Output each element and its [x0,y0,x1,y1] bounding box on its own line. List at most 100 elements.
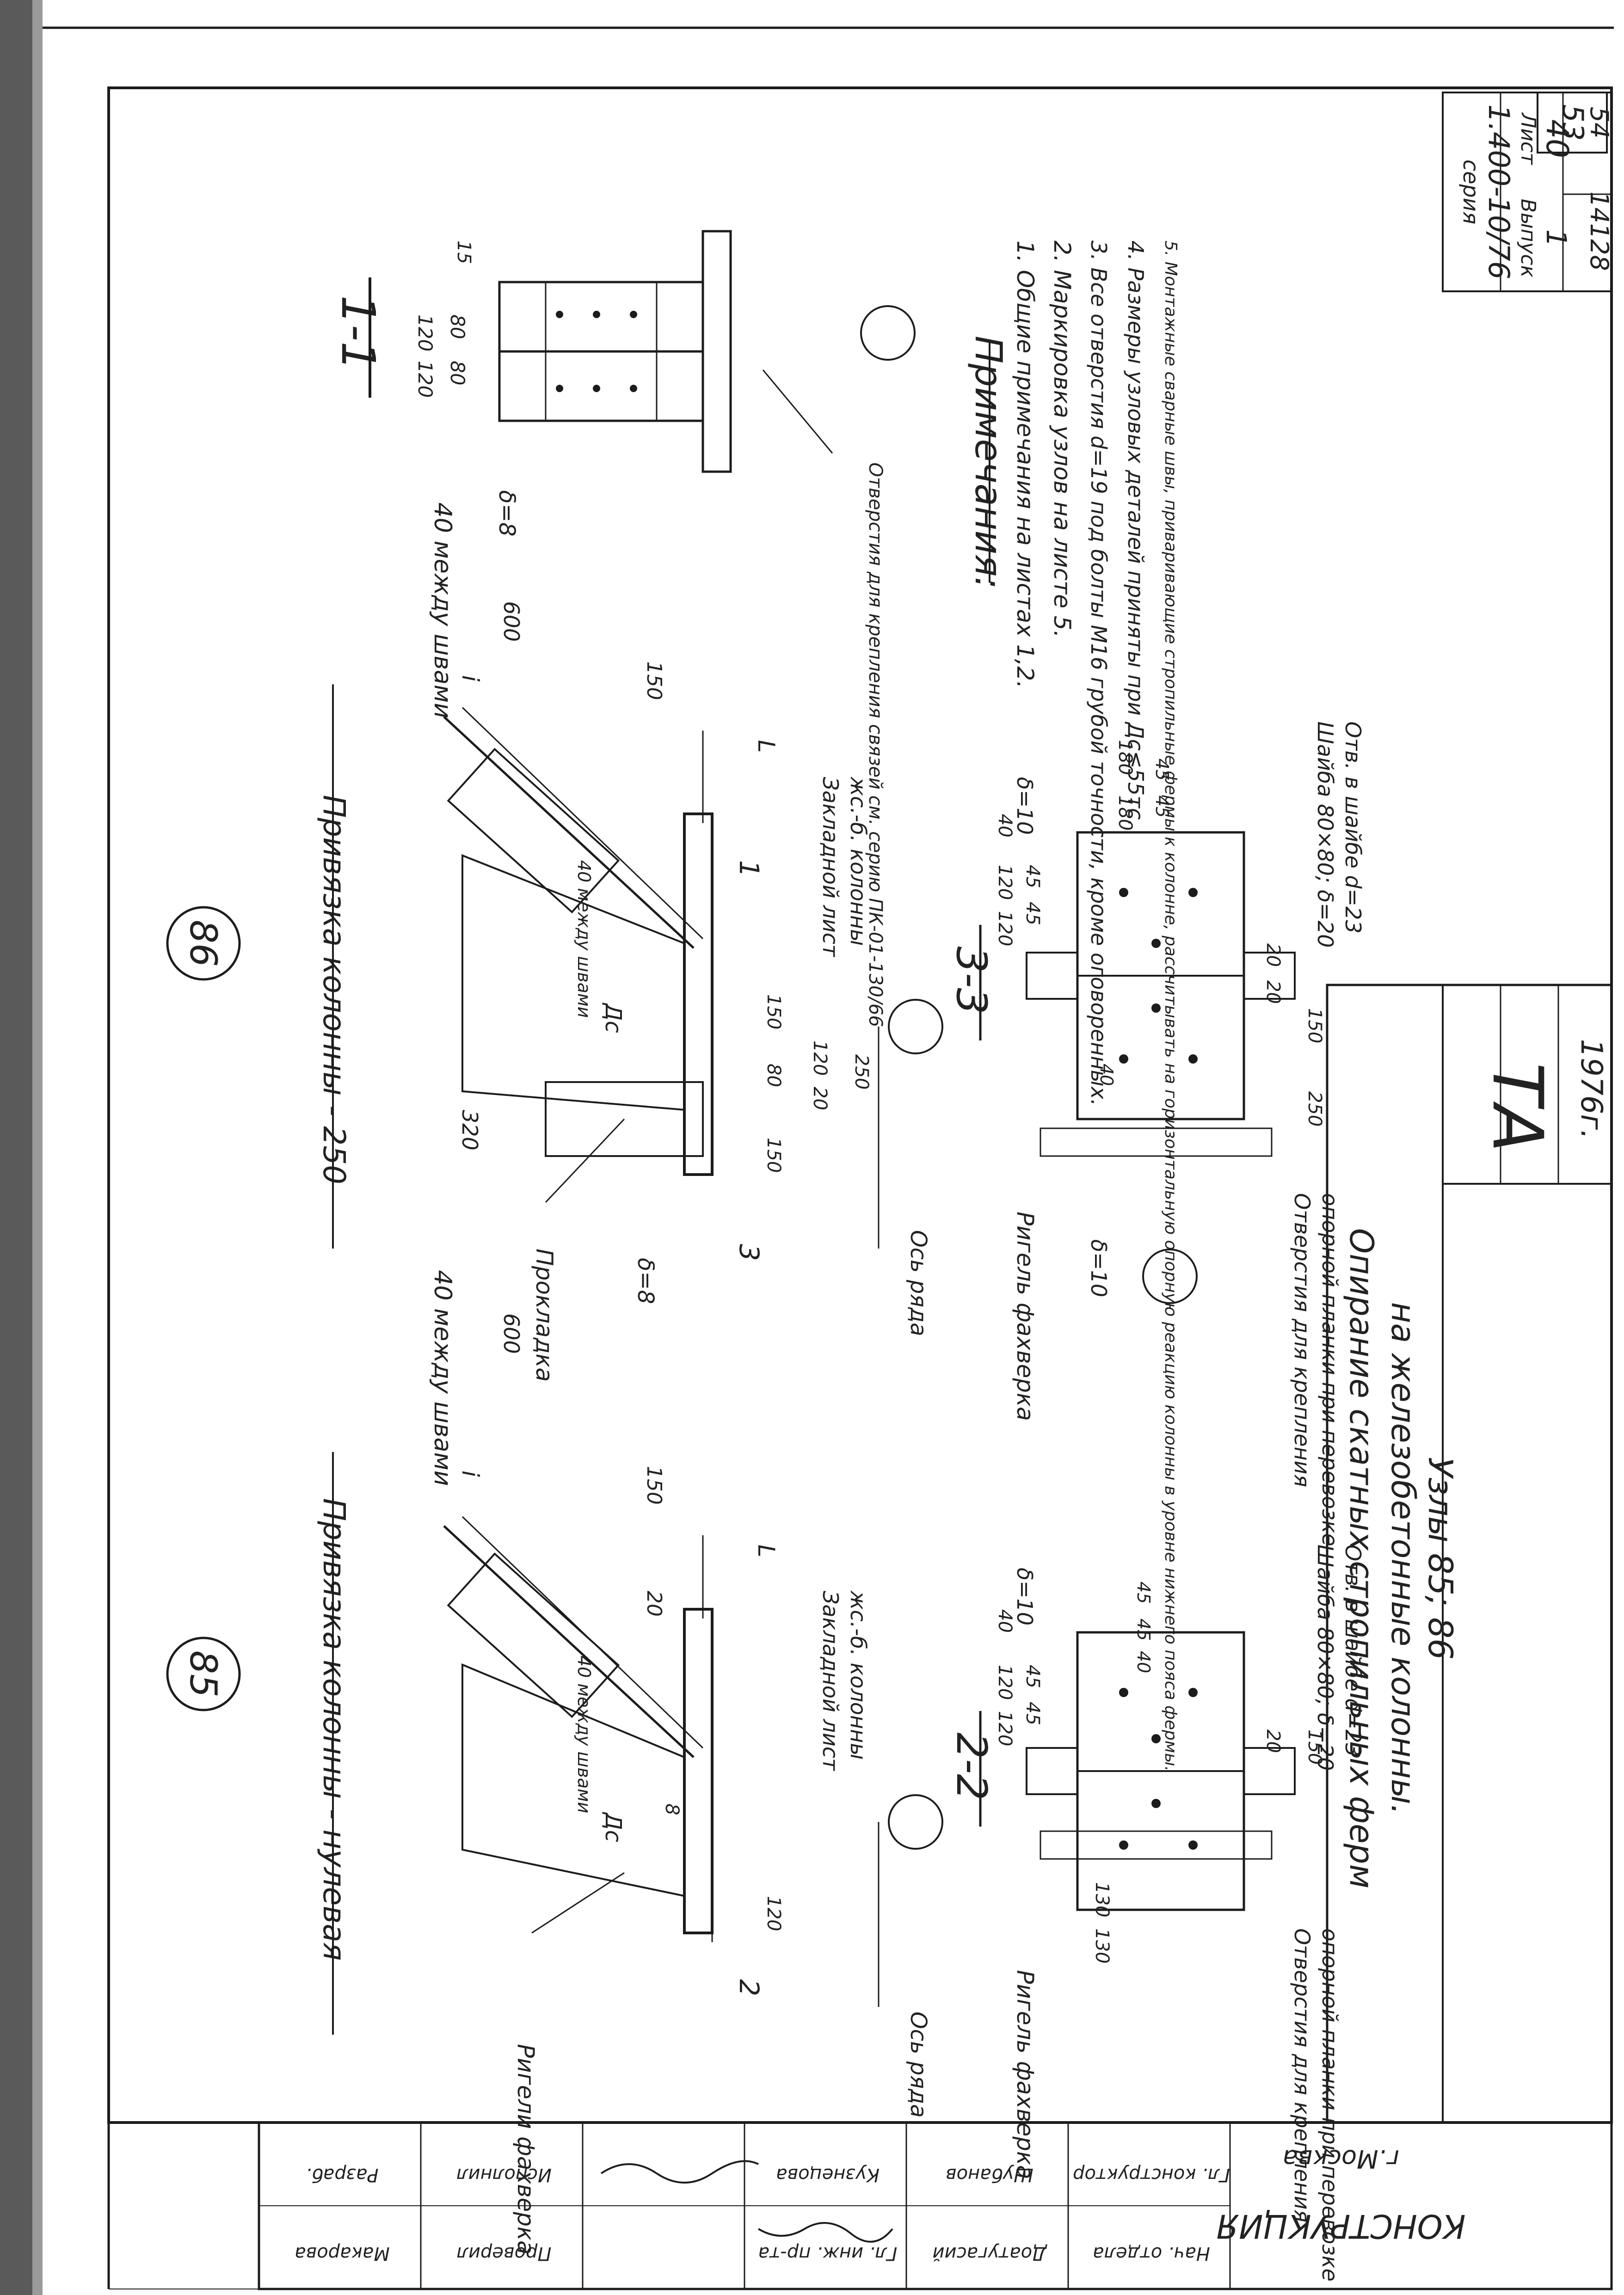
s22-hole-2: опорной планки при перевозке [1317,1928,1342,2282]
node-86-cut-3: 3 [733,1244,765,1261]
s22-dim-40: 40 [994,1609,1015,1633]
issue-label: Выпуск [1516,199,1540,278]
stamp-row-4-name: Проверил [456,2243,551,2264]
s22-dim-20: 20 [1262,1729,1284,1753]
s33-hole-1: Отверстия для крепления [1290,1193,1315,1487]
node-85-load: Дс [600,1812,626,1842]
s33-washer-1: Шайба 80×80; δ=20 [1313,721,1338,948]
section-3-3: 3-3 120 120 45 45 40 180 180 45 45 40 δ=… [947,721,1366,1546]
s33-dim-45d: 45 [1152,795,1172,818]
stamp-city: г.Москва [1283,2144,1399,2173]
title-line-2: на железобетонные колонны. [1384,1302,1422,1815]
s33-dim-180b: 180 [1114,740,1136,775]
node-86-weld-note: 40 между швами [429,502,456,718]
node-86-600: 600 [499,601,524,642]
note-2: 2. Маркировка узлов на листе 5. [1049,240,1076,638]
node-85-emb-2: жс.-б. колонны [846,1590,871,1760]
note-4: 4. Размеры узловых деталей приняты при Д… [1123,240,1148,826]
title-line-3: Узлы 85; 86 [1421,1457,1460,1660]
s33-plate-2: δ=10 [1086,1239,1111,1297]
stamp-row-3-name: Кузнецова [776,2164,880,2185]
dim-80-a: 80 [446,314,469,339]
s33-dim-120a: 120 [994,865,1015,900]
issue-value: 1 [1540,229,1572,247]
section-3-3-title: 3-3 [947,947,996,1015]
stamp-row-2-name: Доатугасий [933,2243,1048,2264]
node-85-600: 600 [499,1313,524,1354]
s22-girt: Ригель фахверка [1012,1970,1039,2179]
s33-hole-2: опорной планки при перевозке [1317,1193,1342,1546]
s22-dim-40b: 40 [1133,1651,1154,1673]
s22-dim-45c: 45 [1133,1581,1154,1604]
dim-120-b: 120 [414,361,437,398]
note-1: 1. Общие примечания на листах 1,2. [1012,240,1039,689]
s22-plate: δ=10 [1012,1568,1037,1625]
node-86-150: 150 [642,661,666,700]
notes-heading: Примечания: [967,336,1010,589]
node-86-span: L [753,740,780,753]
node-86-load: Дс [600,1003,626,1033]
node-85-axis: Ось ряда [905,2012,931,2118]
series-value: 1.400-10/76 [1482,105,1516,280]
node-86-title: Привязка колонны - 250 [316,795,352,1184]
node-86-dim-120: 120 [809,1040,830,1076]
node-86: 86 Привязка колонны - 250 40 между швами… [166,502,943,1382]
s33-dim-45c: 45 [1152,758,1172,781]
s33-dim-20b: 20 [1262,980,1284,1004]
node-85-span: L [753,1544,780,1557]
sheet-label: Лист [1516,112,1540,165]
stamp-row-4-role: Исполнил [456,2164,552,2185]
node-85-girt: Ригели фахверка [512,2044,539,2255]
node-86-dim-150a: 150 [763,994,784,1029]
series-label: серия [1458,160,1483,224]
s33-dim-20a: 20 [1262,943,1284,967]
note-3: 3. Все отверстия d=19 под болты М16 груб… [1086,240,1111,1106]
s33-dim-40: 40 [994,814,1015,837]
corner-sheet-number: 53 [1556,105,1590,141]
s33-girt: Ригель фахверка [1012,1212,1039,1421]
s22-dim-130a: 130 [1091,1928,1113,1963]
s22-dim-150: 150 [1304,1729,1325,1765]
node-86-dim-250: 250 [851,1054,872,1089]
node-85-weld-inner: 40 между швами [574,1655,594,1813]
signature-1 [600,2160,759,2184]
section-1-1-title: 1-1 [331,295,385,370]
s22-dim-130b: 130 [1091,1882,1113,1917]
archive-page: 54 [1585,107,1614,139]
weld-15: 15 [453,240,474,264]
node-86-weld-inner: 40 между швами [574,860,594,1018]
node-85-dim-120: 120 [763,1896,784,1931]
node-86-plate: δ=8 [633,1258,658,1304]
plate-label-1-1: δ=8 [494,490,520,536]
s22-washer-1: Шайба 80×80; δ=20 [1313,1544,1338,1771]
s22-hole-1: Отверстия для крепления [1290,1928,1315,2222]
node-85-cut-2: 2 [733,1979,765,1996]
node-85-title: Привязка колонны - нулевая [316,1498,352,1961]
stamp-row-1-role: Гл. конструктор [1073,2164,1230,2185]
node-85-emb-1: Закладной лист [818,1591,843,1771]
s22-dim-45a: 45 [1022,1665,1043,1688]
notes-block: Примечания: 1. Общие примечания на листа… [967,240,1180,1772]
node-85-20: 20 [642,1591,666,1617]
title-line-1: Опирание скатных стропильных ферм [1342,1228,1380,1889]
approval-stamp: г.Москва КОНСТРУКЦИЯ Гл. конструктор Шуб… [258,2121,1613,2290]
org-mark: ТА [1477,1063,1557,1152]
hole-note-1-1: Отверстия для крепления связей см. серию… [865,462,886,1027]
node-86-320: 320 [457,1110,482,1151]
s22-dim-45d: 45 [1133,1618,1154,1641]
title-block: ТА 1976г. Опирание скатных стропильных ф… [1326,92,1614,2124]
archive-number: 14128 [1585,191,1614,271]
node-86-slope: i [457,675,484,682]
node-86-emb-1: Закладной лист [818,777,843,957]
node-86-axis: Ось ряда [905,1230,931,1336]
s33-dim-120b: 120 [994,911,1015,946]
section-1-1: 1-1 120 80 80 120 15 δ=8 Отверстия для к… [331,230,916,1027]
s33-dim-45a: 45 [1022,865,1043,888]
signature-2 [757,2222,893,2243]
s33-dim-40b: 40 [1096,1064,1117,1086]
node-85-slope: i [457,1471,484,1477]
year: 1976г. [1574,1039,1608,1139]
node-85-number: 85 [182,1650,225,1698]
s22-dim-120b: 120 [994,1711,1015,1746]
